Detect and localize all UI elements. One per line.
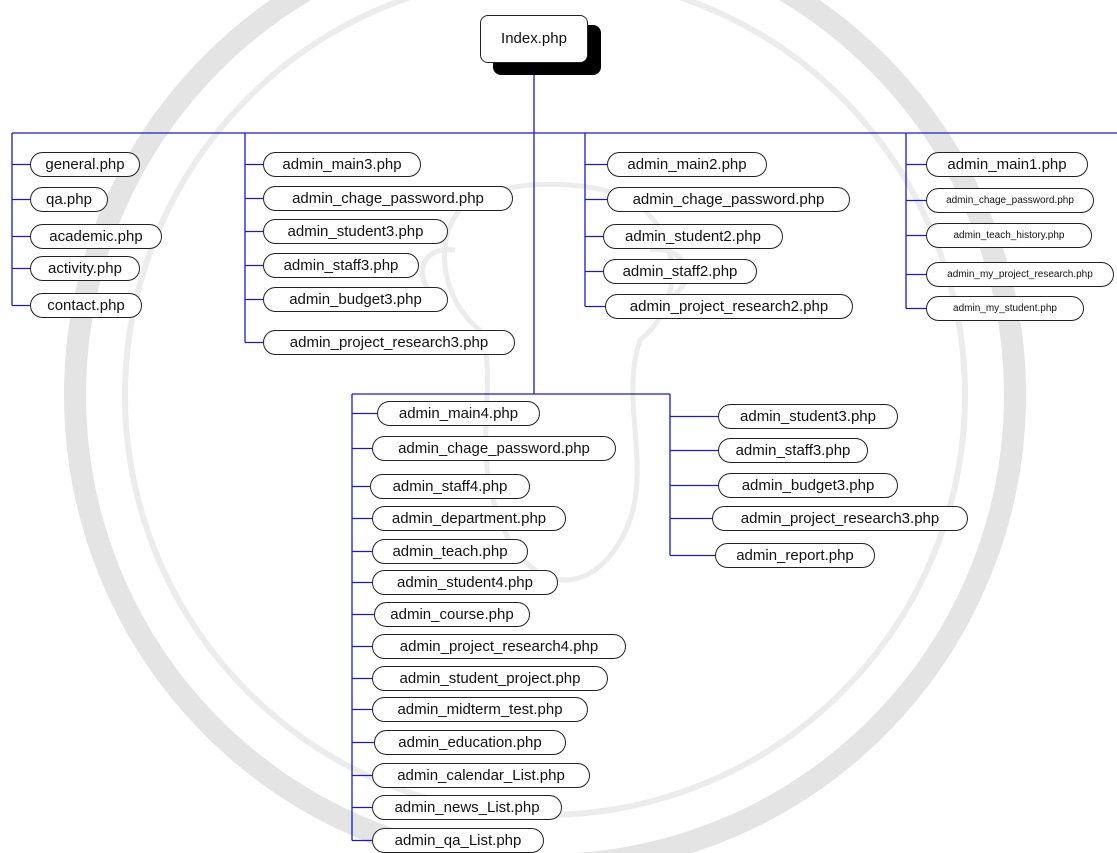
page-node-admin-project-research3: admin_project_research3.php [712, 506, 968, 531]
page-node-admin-chage-password: admin_chage_password.php [926, 188, 1094, 213]
page-node-admin-staff3: admin_staff3.php [718, 438, 868, 463]
page-node-admin-project-research2: admin_project_research2.php [605, 294, 853, 319]
page-node-admin-qa-list: admin_qa_List.php [372, 828, 544, 853]
page-node-contact: contact.php [30, 293, 142, 318]
page-node-general: general.php [30, 152, 140, 177]
page-node-admin-main1: admin_main1.php [926, 152, 1088, 177]
page-node-admin-department: admin_department.php [372, 506, 566, 531]
page-node-admin-project-research3: admin_project_research3.php [263, 330, 515, 355]
page-node-activity: activity.php [30, 256, 140, 281]
page-node-admin-calendar-list: admin_calendar_List.php [372, 763, 590, 788]
page-node-admin-student-project: admin_student_project.php [372, 666, 608, 691]
page-node-admin-education: admin_education.php [374, 730, 566, 755]
page-node-admin-budget3: admin_budget3.php [263, 287, 448, 312]
page-node-admin-teach: admin_teach.php [372, 539, 528, 564]
page-node-admin-project-research4: admin_project_research4.php [372, 634, 626, 659]
page-node-admin-budget3: admin_budget3.php [718, 473, 898, 498]
page-node-admin-student4: admin_student4.php [372, 570, 558, 595]
page-node-admin-main2: admin_main2.php [607, 152, 767, 177]
page-node-admin-staff3: admin_staff3.php [263, 253, 419, 278]
root-node-index: Index.php [480, 15, 588, 63]
page-node-admin-chage-password: admin_chage_password.php [263, 186, 513, 211]
page-node-admin-news-list: admin_news_List.php [372, 795, 562, 820]
page-node-admin-my-project-research: admin_my_project_research.php [926, 262, 1114, 287]
page-node-admin-student3: admin_student3.php [263, 219, 448, 244]
page-node-admin-staff2: admin_staff2.php [603, 259, 757, 284]
page-node-admin-staff4: admin_staff4.php [370, 474, 530, 499]
page-node-admin-student2: admin_student2.php [603, 224, 783, 249]
page-node-admin-teach-history: admin_teach_history.php [926, 223, 1092, 248]
page-node-qa: qa.php [30, 187, 108, 212]
page-node-admin-student3: admin_student3.php [718, 404, 898, 429]
page-node-admin-main4: admin_main4.php [377, 401, 540, 426]
page-node-admin-chage-password: admin_chage_password.php [607, 187, 850, 212]
page-node-admin-course: admin_course.php [374, 602, 530, 627]
page-node-admin-chage-password: admin_chage_password.php [372, 436, 616, 461]
page-node-admin-main3: admin_main3.php [263, 152, 421, 177]
page-node-admin-report: admin_report.php [715, 543, 875, 568]
page-node-academic: academic.php [30, 224, 162, 249]
page-node-admin-midterm-test: admin_midterm_test.php [372, 697, 588, 722]
page-node-admin-my-student: admin_my_student.php [926, 296, 1084, 321]
